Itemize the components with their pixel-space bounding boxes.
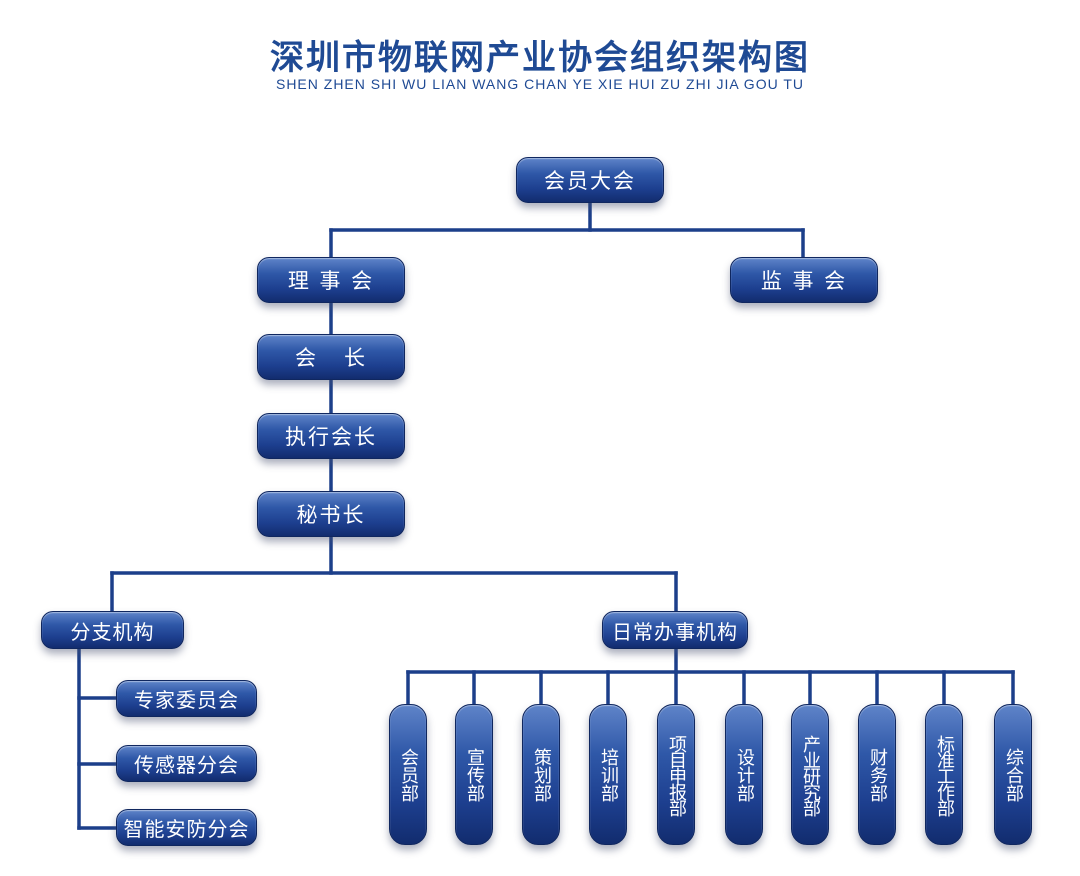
smart-security-branch-box: 智能安防分会 (116, 809, 257, 846)
chart-subtitle: SHEN ZHEN SHI WU LIAN WANG CHAN YE XIE H… (275, 76, 804, 92)
expert-committee-box: 专家委员会 (116, 680, 257, 717)
department-box: 培训部 (589, 704, 627, 845)
branches-box: 分支机构 (41, 611, 184, 649)
department-box: 标准工作部 (925, 704, 963, 845)
department-box: 项目申报部 (657, 704, 695, 845)
department-box: 财务部 (858, 704, 896, 845)
general-assembly-box: 会员大会 (516, 157, 664, 203)
department-box: 综合部 (994, 704, 1032, 845)
department-box: 产业研究部 (791, 704, 829, 845)
secretary-general-box: 秘书长 (257, 491, 405, 537)
council-box: 理 事 会 (257, 257, 405, 303)
supervisory-board-box: 监 事 会 (730, 257, 878, 303)
department-box: 宣传部 (455, 704, 493, 845)
department-box: 策划部 (522, 704, 560, 845)
president-box: 会 长 (257, 334, 405, 380)
daily-office-box: 日常办事机构 (602, 611, 748, 649)
sensor-branch-box: 传感器分会 (116, 745, 257, 782)
department-box: 设计部 (725, 704, 763, 845)
chart-title: 深圳市物联网产业协会组织架构图 (270, 38, 810, 78)
department-box: 会员部 (389, 704, 427, 845)
executive-president-box: 执行会长 (257, 413, 405, 459)
